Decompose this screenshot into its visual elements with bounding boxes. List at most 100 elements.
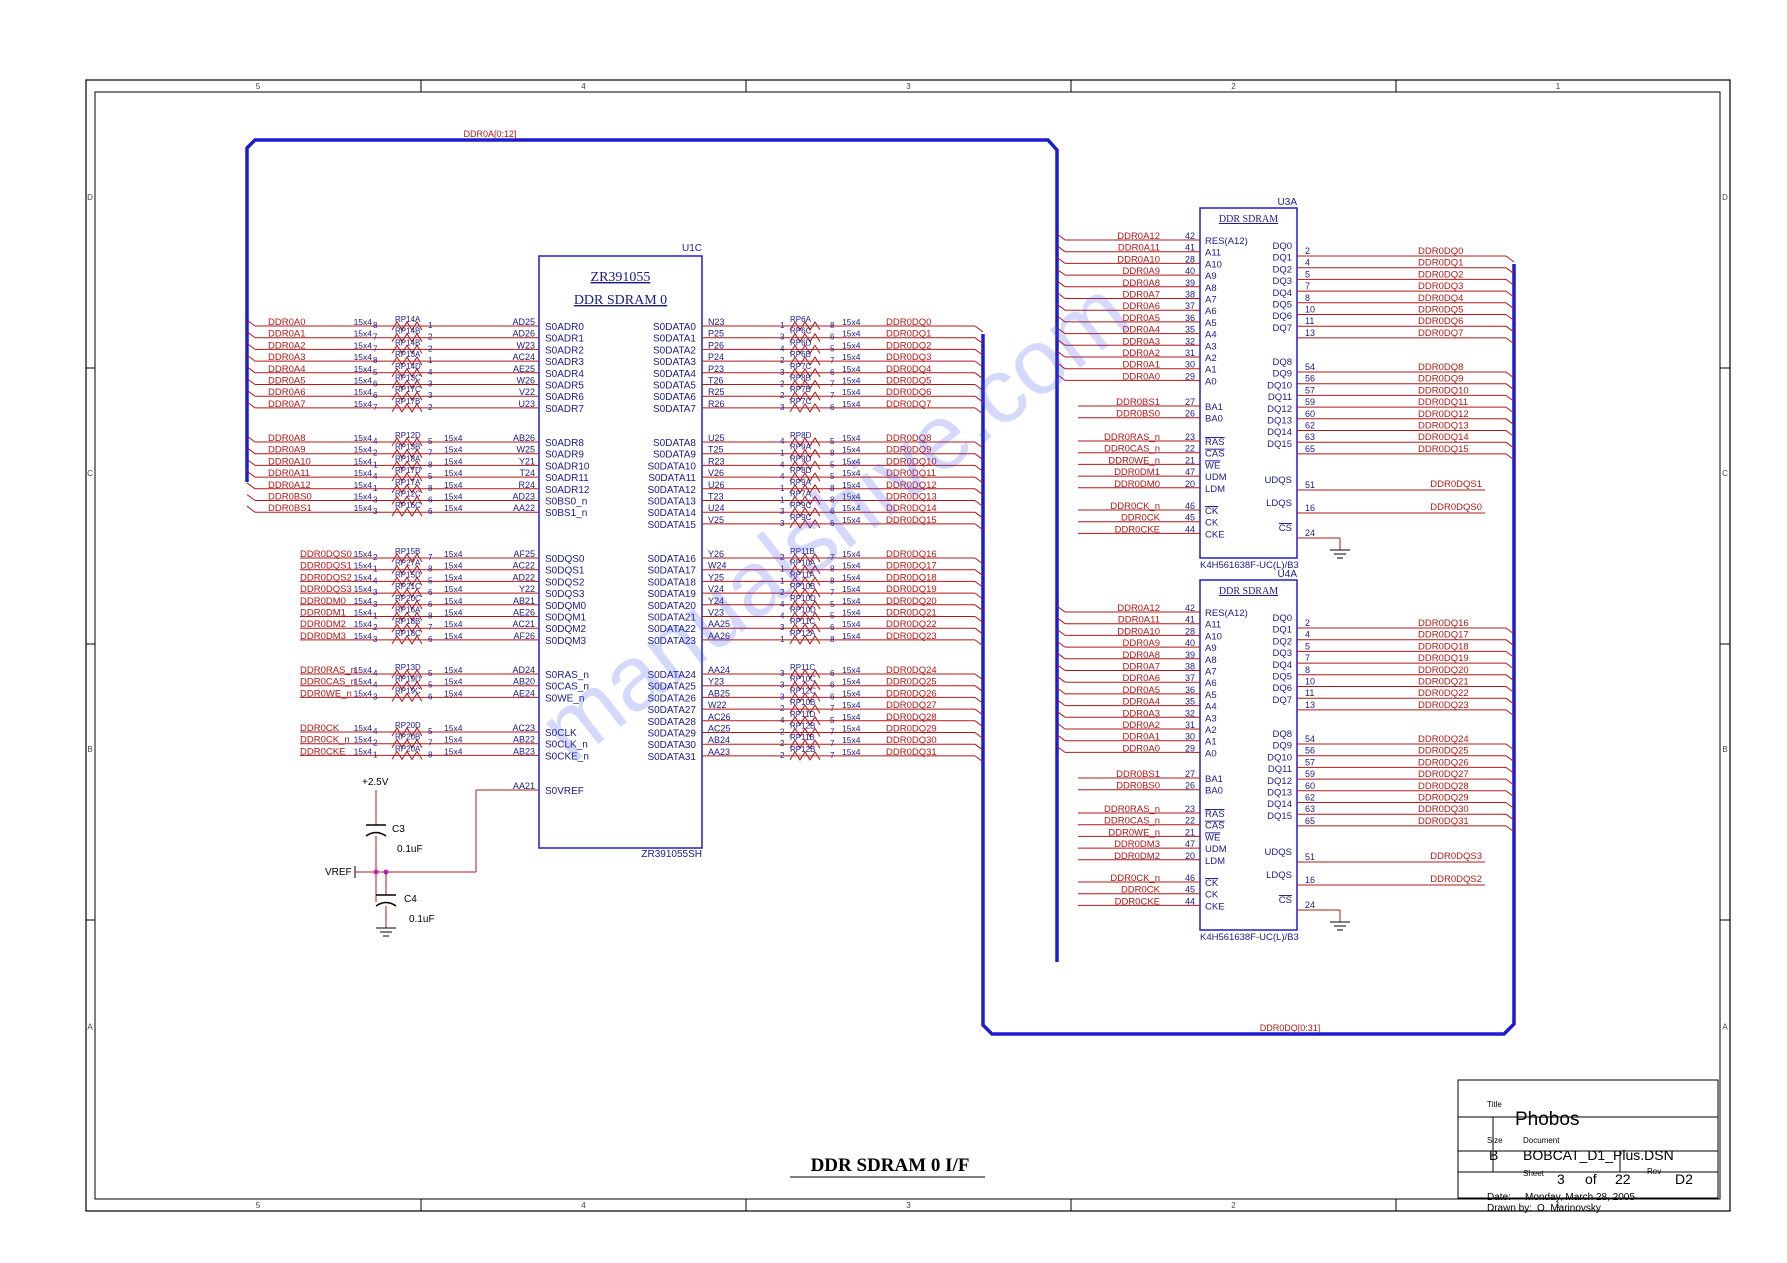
sdram-pin-name: DQ9	[1272, 369, 1292, 380]
net-label: DDR0DQ8	[886, 433, 931, 444]
supply-label: +2.5V	[362, 777, 389, 788]
net-label: DDR0A10	[268, 456, 311, 467]
u1c-pin-name: S0ADR11	[545, 473, 589, 484]
u1c-ball: AC26	[708, 712, 731, 722]
resistor-pin: 3	[780, 403, 785, 412]
sdram-pin-name: DQ0	[1272, 241, 1292, 252]
net-label: DDR0DQ17	[886, 561, 937, 572]
sdram-pin-number: 46	[1185, 501, 1195, 511]
resistor-ref: RP9A	[790, 443, 812, 452]
u1c-pin-name: S0DATA23	[647, 636, 696, 647]
bus-entry	[1505, 697, 1515, 705]
resistor-ref: RP7C	[790, 362, 812, 371]
sdram-pin-number: 23	[1185, 432, 1195, 442]
u1c-ball: AB22	[513, 735, 535, 745]
resistor-ref: RP18A	[395, 454, 421, 463]
net-label: DDR0A0	[1123, 743, 1161, 754]
sdram-pin-number: 65	[1305, 816, 1315, 826]
sdram-pin-number: 39	[1185, 650, 1195, 660]
sdram-pin-name: A1	[1205, 737, 1217, 748]
sdram-pin-number: 41	[1185, 243, 1195, 253]
u1c-pin-name: S0ADR7	[545, 404, 584, 415]
net-label: DDR0BS1	[1116, 397, 1160, 408]
net-label: DDR0DQS2	[1430, 874, 1482, 885]
net-label: DDR0CK_n	[1110, 873, 1160, 884]
bus-entry	[1056, 652, 1066, 660]
net-label: DDR0DQ28	[886, 712, 937, 723]
resistor-value: 15x4	[842, 619, 861, 629]
resistor-pin: 2	[428, 403, 433, 412]
sdram-pin-number: 45	[1185, 513, 1195, 523]
sheet-label: Sheet	[1523, 1169, 1544, 1178]
resistor-value: 15x4	[842, 468, 861, 478]
bus-entry	[974, 453, 984, 461]
u1c-ball: AB20	[513, 677, 535, 687]
net-label: DDR0A7	[1123, 662, 1161, 673]
u1c-ball: Y23	[708, 677, 724, 687]
resistor-ref: RP14B	[395, 338, 420, 347]
row-label: C	[87, 469, 93, 478]
resistor-value: 15x4	[842, 747, 861, 757]
resistor-ref: RP8D	[790, 431, 812, 440]
u1c-ball: R23	[708, 456, 725, 466]
bus-entry	[246, 378, 256, 385]
drawn-by-label: Drawn by:	[1487, 1203, 1533, 1214]
sdram-part-number: K4H561638F-UC(L)/B3	[1200, 932, 1299, 943]
net-label: DDR0BS1	[1116, 769, 1160, 780]
bus-entry	[974, 627, 984, 635]
resistor-ref: RP14B	[395, 327, 420, 336]
net-label: DDR0DQ27	[886, 700, 937, 711]
net-label: DDR0DQ31	[886, 747, 937, 758]
u1c-pin-name: S0DATA28	[647, 717, 696, 728]
sdram-pin-number: 29	[1185, 743, 1195, 753]
bus-entry	[1056, 699, 1066, 706]
net-label: DDR0DQ25	[1418, 746, 1469, 757]
net-label: DDR0A2	[268, 340, 306, 351]
net-label: DDR0DQ14	[1418, 432, 1469, 443]
sdram-pin-name: A6	[1205, 678, 1217, 689]
resistor-pin: 8	[830, 635, 835, 644]
resistor-pin: 8	[428, 565, 433, 574]
sdram-pin-number: 42	[1185, 603, 1195, 613]
resistor-value: 15x4	[842, 387, 861, 397]
resistor-pin: 6	[830, 333, 835, 342]
column-label: 1	[1556, 82, 1561, 91]
resistor-pin: 6	[428, 635, 433, 644]
c3-value: 0.1uF	[397, 844, 423, 855]
bus-entry	[246, 319, 256, 327]
resistor-value: 15x4	[842, 677, 861, 687]
resistor-pin: 6	[373, 380, 378, 389]
sdram-pin-name: A8	[1205, 283, 1217, 294]
net-label: DDR0A11	[1118, 615, 1160, 626]
u1c-ball: AE26	[513, 608, 535, 618]
net-label: DDR0DQ29	[886, 724, 937, 735]
row-label: D	[1722, 193, 1728, 202]
resistor-pin: 5	[373, 368, 378, 377]
net-label: DDR0A3	[1123, 336, 1161, 347]
sdram-pin-number: 26	[1185, 781, 1195, 791]
net-label: DDR0DQ28	[1418, 781, 1469, 792]
net-label: DDR0DQ6	[886, 387, 931, 398]
resistor-pin: 7	[428, 623, 433, 632]
net-label: DDR0DQ23	[1418, 700, 1469, 711]
resistor-ref: RP12B	[790, 745, 815, 754]
bus-entry	[1056, 734, 1066, 742]
sdram-pin-name: A7	[1205, 295, 1217, 306]
net-label: DDR0A6	[1123, 301, 1161, 312]
net-label: DDR0A5	[1123, 685, 1161, 696]
resistor-ref: RP10A	[790, 559, 816, 568]
resistor-symbol	[391, 576, 423, 587]
resistor-pin: 2	[428, 333, 433, 342]
net-label: DDR0DQ4	[1418, 293, 1463, 304]
resistor-symbol	[789, 715, 821, 726]
net-label: DDR0A5	[1123, 313, 1161, 324]
resistor-pin: 5	[428, 472, 433, 481]
capacitor-plate	[365, 831, 387, 837]
bus-entry	[1505, 418, 1515, 426]
resistor-value: 15x4	[444, 503, 463, 513]
u1c-ball: AD22	[512, 572, 535, 582]
sdram-pin-name: DQ15	[1267, 811, 1292, 822]
resistor-pin: 7	[373, 344, 378, 353]
resistor-ref: RP8D	[790, 466, 812, 475]
sdram-pin-name: BA1	[1205, 402, 1223, 413]
